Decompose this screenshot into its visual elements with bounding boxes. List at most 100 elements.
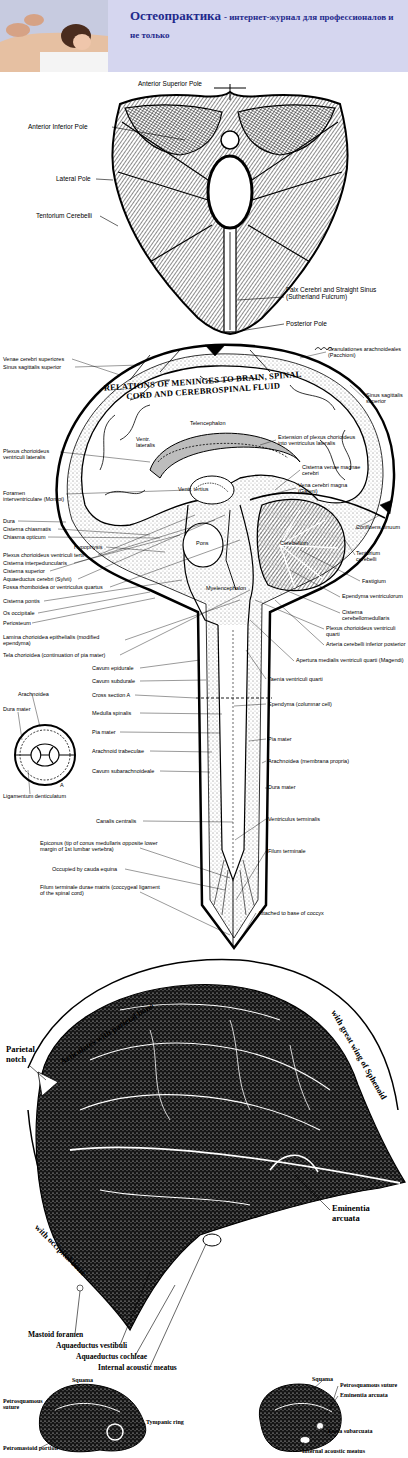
anatomy-label: Cisterna superior: [3, 568, 45, 574]
anatomy-label: Eminentia arcuata: [340, 1392, 388, 1398]
anatomy-label: Ventriculus terminalis: [268, 816, 320, 822]
anatomy-label: Taenia ventriculi quarti: [268, 676, 323, 682]
anatomy-label: Petrosquamous suture: [340, 1382, 397, 1388]
temporal-bone-drawing: [70, 1147, 400, 1183]
header-photo: [0, 33, 108, 72]
anatomy-label: Cavum subarachnoideale: [92, 768, 154, 774]
temporal-bone-drawing: [36, 985, 405, 1330]
anatomy-label: Filum terminale: [268, 848, 306, 854]
anatomy-label: Petrosquamous suture: [3, 1398, 45, 1410]
anatomy-label: Cisterna venae magnae cerebri: [302, 464, 362, 476]
anatomy-label: Arteria cerebelli inferior posterior: [326, 641, 406, 647]
anatomy-label: Fastigium: [362, 578, 386, 584]
leader-line: [234, 352, 380, 946]
anatomy-label: Tentorium cerebelli: [356, 550, 402, 562]
anatomy-label: Mastoid foramen: [28, 1330, 83, 1339]
header-photo: [0, 0, 108, 72]
meninges-drawing: [280, 510, 338, 588]
anatomy-label: Os occipitale: [3, 610, 35, 616]
meninges-drawing: [184, 505, 253, 625]
anatomy-label: Tela chorioidea (continuation of pia mat…: [3, 652, 105, 658]
temporal-bone-small: [55, 1403, 120, 1412]
meninges-drawing: [226, 510, 236, 590]
anatomy-label: Parietal notch: [6, 1044, 46, 1064]
anatomy-label: Anterior Superior Pole: [138, 80, 202, 87]
meninges-drawing: [214, 860, 254, 915]
anatomy-label: Cisterna interpeduncularis: [3, 560, 67, 566]
tentorium-drawing: [221, 131, 239, 149]
meninges-drawing: [257, 499, 345, 590]
leader-line: [30, 1066, 330, 1367]
meninges-drawing: [37, 747, 53, 763]
anatomy-label: Squama: [72, 1377, 93, 1383]
anatomy-label: Pia mater: [268, 736, 292, 742]
meninges-drawing: [233, 630, 234, 870]
anatomy-label: Falx Cerebri and Straight Sinus (Sutherl…: [286, 286, 378, 300]
temporal-bone-small: [107, 1424, 123, 1440]
anatomy-label: Apertura medialis ventriculi quarti (Mag…: [296, 657, 406, 663]
anatomy-label: Medulla spinalis: [92, 710, 131, 716]
anatomy-label: Arachnoid trabeculae: [92, 748, 144, 754]
temporal-bone-drawing: [28, 960, 405, 1330]
temporal-bone-small: [39, 1384, 341, 1452]
header-photo: [0, 0, 108, 72]
temporal-bone-small: [317, 1423, 324, 1430]
leader-line: [18, 359, 250, 935]
meninges-drawing: [150, 433, 300, 478]
anatomy-label: Ependyma ventriculorum: [342, 593, 406, 599]
tentorium-drawing: [208, 156, 252, 228]
anatomy-label: Arachnoidea (membrana propria): [268, 758, 349, 764]
anatomy-label: Dura mater: [268, 784, 296, 790]
header-photo: [6, 23, 30, 37]
anatomy-label: Fossa subarcuata: [328, 1428, 372, 1434]
anatomy-label: Attached to base of coccyx: [258, 910, 324, 916]
meninges-drawing: [158, 443, 288, 462]
leader-line: [18, 352, 380, 946]
meninges-drawing: [183, 523, 223, 567]
anatomy-label: Confluens sinuum: [356, 524, 402, 530]
leader-line: [96, 127, 284, 331]
journal-name: Остеопрактика: [130, 8, 221, 23]
tentorium-drawing: [125, 105, 222, 155]
temporal-bone-small: [259, 1384, 341, 1452]
header-photo: [0, 0, 108, 72]
anatomy-label: Canalis centralis: [96, 818, 136, 824]
anatomy-label: Cavum epidurale: [92, 665, 134, 671]
anatomy-label: Chiasma opticum: [3, 534, 46, 540]
anatomy-label: Cross section A: [92, 692, 130, 698]
anatomy-label: Plexus chorioideus ventriculi tertii: [3, 552, 84, 558]
anatomy-label: Cisterna chiasmatis: [3, 526, 51, 532]
leader-line: [96, 127, 284, 331]
meninges-drawing: [196, 698, 272, 699]
meninges-drawing: [82, 366, 368, 526]
anatomy-label: Cisterna pontis: [3, 598, 40, 604]
anatomy-label: Pons: [196, 540, 209, 546]
temporal-bone-drawing: [80, 1004, 330, 1205]
anatomy-label: Hypophysis: [74, 544, 102, 550]
anatomy-label: Dura: [3, 518, 15, 524]
anatomy-label: Eminentia arcuata: [332, 1203, 382, 1223]
meninges-drawing: [15, 755, 75, 756]
anatomy-label: Tentorium Cerebelli: [36, 212, 92, 219]
temporal-bone-small: [300, 1437, 310, 1444]
tentorium-drawing: [230, 232, 231, 330]
anatomy-label: Extension of plexus chorioideus into ven…: [278, 434, 360, 446]
tentorium-drawing: [238, 105, 335, 155]
anatomy-label: Petromastoid portion: [3, 1445, 58, 1451]
anatomy-label: Cisterna cerebellomedullaris: [342, 609, 406, 621]
anatomy-label: Myelencephalon: [206, 585, 246, 591]
header-photo: [24, 14, 44, 26]
temporal-bone-drawing: [270, 1155, 318, 1172]
temporal-bone-drawing: [150, 1020, 310, 1120]
anatomy-label: Ventr. lateralis: [136, 436, 166, 448]
anatomy-label: Periosteum: [3, 620, 31, 626]
anatomy-label: Dura mater: [3, 706, 31, 712]
anatomy-label: Sinus sagittalis superior: [366, 392, 406, 404]
anatomy-label: Anterior Inferior Pole: [28, 123, 88, 130]
anatomy-label: Granulationes arachnoideales (Pacchioni): [328, 346, 406, 358]
meninges-drawing: [233, 880, 234, 946]
anatomy-label: Internal acoustic meatus: [98, 1363, 177, 1372]
anatomy-label: A: [60, 782, 64, 788]
anatomy-label: Sinus sagittalis superior: [3, 364, 61, 370]
